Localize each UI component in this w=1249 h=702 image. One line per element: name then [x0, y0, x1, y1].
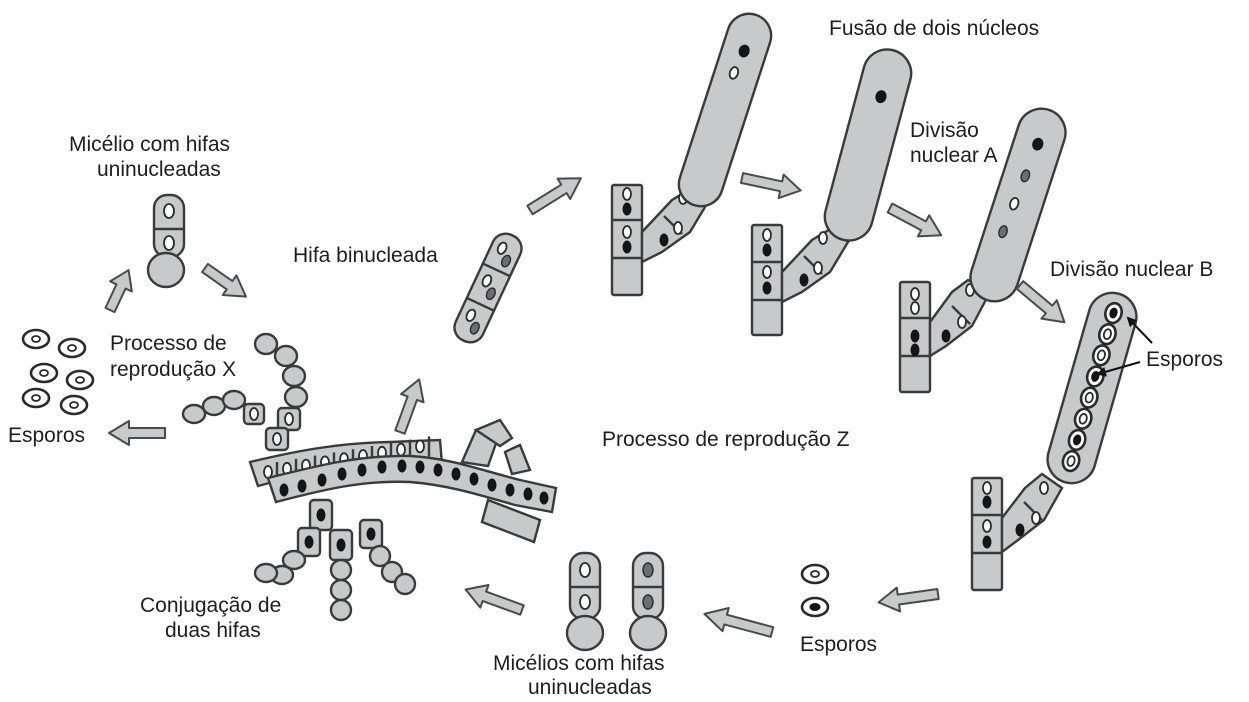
mycelium-conjugation: [183, 334, 556, 620]
label-divisao-a-1: Divisão: [910, 119, 979, 142]
label-processo-x-2: reprodução X: [110, 358, 236, 381]
nucleus-dark: [338, 468, 346, 480]
label-esporos-bottom: Esporos: [800, 633, 877, 656]
cycle-x-arrow-left: [109, 421, 165, 445]
label-fusao: Fusão de dois núcleos: [829, 17, 1039, 40]
cycle-z-arrow-3: [740, 166, 804, 202]
nucleus-light: [416, 440, 424, 452]
cycle-x-arrow-down-right: [198, 258, 253, 306]
cycle-z-arrow-7: [701, 602, 775, 643]
label-processo-z: Processo de reprodução Z: [602, 428, 850, 451]
cycle-z-arrow-2: [524, 168, 588, 220]
label-esporos-ascus: Esporos: [1146, 348, 1223, 371]
nucleus-dark: [434, 464, 442, 476]
label-divisao-b: Divisão nuclear B: [1050, 258, 1213, 281]
label-divisao-a-2: nuclear A: [910, 144, 998, 167]
nucleus-dark: [470, 473, 478, 485]
label-micelio-top-1: Micélio com hifas: [69, 133, 230, 156]
cycle-z-arrow-5: [1012, 276, 1072, 332]
nucleus-dark: [378, 461, 386, 473]
cycle-z-arrow-1: [389, 375, 431, 436]
cycle-z-arrow-8: [462, 578, 527, 621]
nucleus-dark: [398, 460, 406, 472]
uninucleate-hyphae-bottom: [567, 553, 666, 650]
released-spores: [802, 565, 828, 616]
nucleus-dark: [358, 464, 366, 476]
nucleus-dark: [298, 480, 306, 492]
ascus-stage-4: [972, 287, 1142, 590]
binucleate-hypha: [450, 229, 526, 347]
label-micelios-bottom-1: Micélios com hifas: [493, 652, 665, 675]
uninucleate-hypha-top: [148, 195, 184, 287]
cycle-z-arrow-4: [884, 197, 946, 245]
nucleus-dark: [318, 474, 326, 486]
nucleus-dark: [506, 484, 514, 496]
nucleus-dark: [540, 492, 548, 504]
label-micelio-top-2: uninucleadas: [97, 158, 221, 181]
label-processo-x-1: Processo de: [110, 332, 227, 355]
nucleus-light: [397, 444, 405, 456]
label-hifa-binucleada: Hifa binucleada: [293, 244, 438, 267]
nucleus-dark: [488, 479, 496, 491]
nucleus-dark: [416, 461, 424, 473]
nucleus-dark: [280, 484, 288, 496]
label-conjugacao-2: duas hifas: [165, 619, 261, 642]
cycle-z-arrow-6: [877, 582, 940, 614]
spores-cluster-left: [23, 330, 93, 414]
label-conjugacao-1: Conjugação de: [140, 594, 281, 617]
nucleus-dark: [524, 488, 532, 500]
label-esporos-left: Esporos: [8, 424, 85, 447]
nucleus-dark: [452, 468, 460, 480]
label-micelios-bottom-2: uninucleadas: [528, 676, 652, 699]
cycle-x-arrow-up: [99, 265, 139, 315]
